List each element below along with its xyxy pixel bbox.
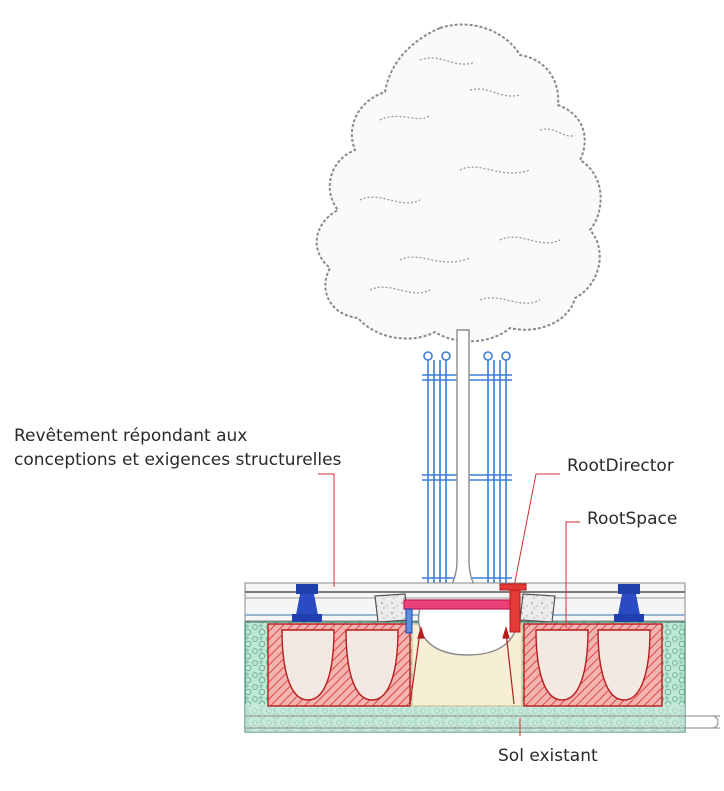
concrete-blocks	[374, 593, 556, 623]
revetement-leader-line	[318, 473, 335, 587]
root-director	[403, 583, 527, 634]
tree-canopy	[315, 23, 602, 343]
rootspace-leader-line	[565, 521, 580, 628]
rootspace-cells-right	[523, 623, 663, 707]
rootdirector-label: RootDirector	[567, 456, 674, 476]
rootspace-cells-left	[267, 623, 411, 707]
tree-trunk	[427, 329, 497, 606]
pavement-pedestal-right	[614, 584, 644, 622]
revetement-label-line2: conceptions et exigences structurelles	[14, 450, 342, 470]
rootdirector-leader-line	[512, 473, 560, 593]
rootspace-label: RootSpace	[587, 509, 678, 529]
root-path-arrows	[409, 625, 515, 705]
leader-lines	[318, 473, 580, 736]
pavement-pedestal-left	[292, 584, 322, 622]
sol-existant-label: Sol existant	[498, 746, 598, 766]
revetement-label-line1: Revêtement répondant aux	[14, 426, 248, 446]
